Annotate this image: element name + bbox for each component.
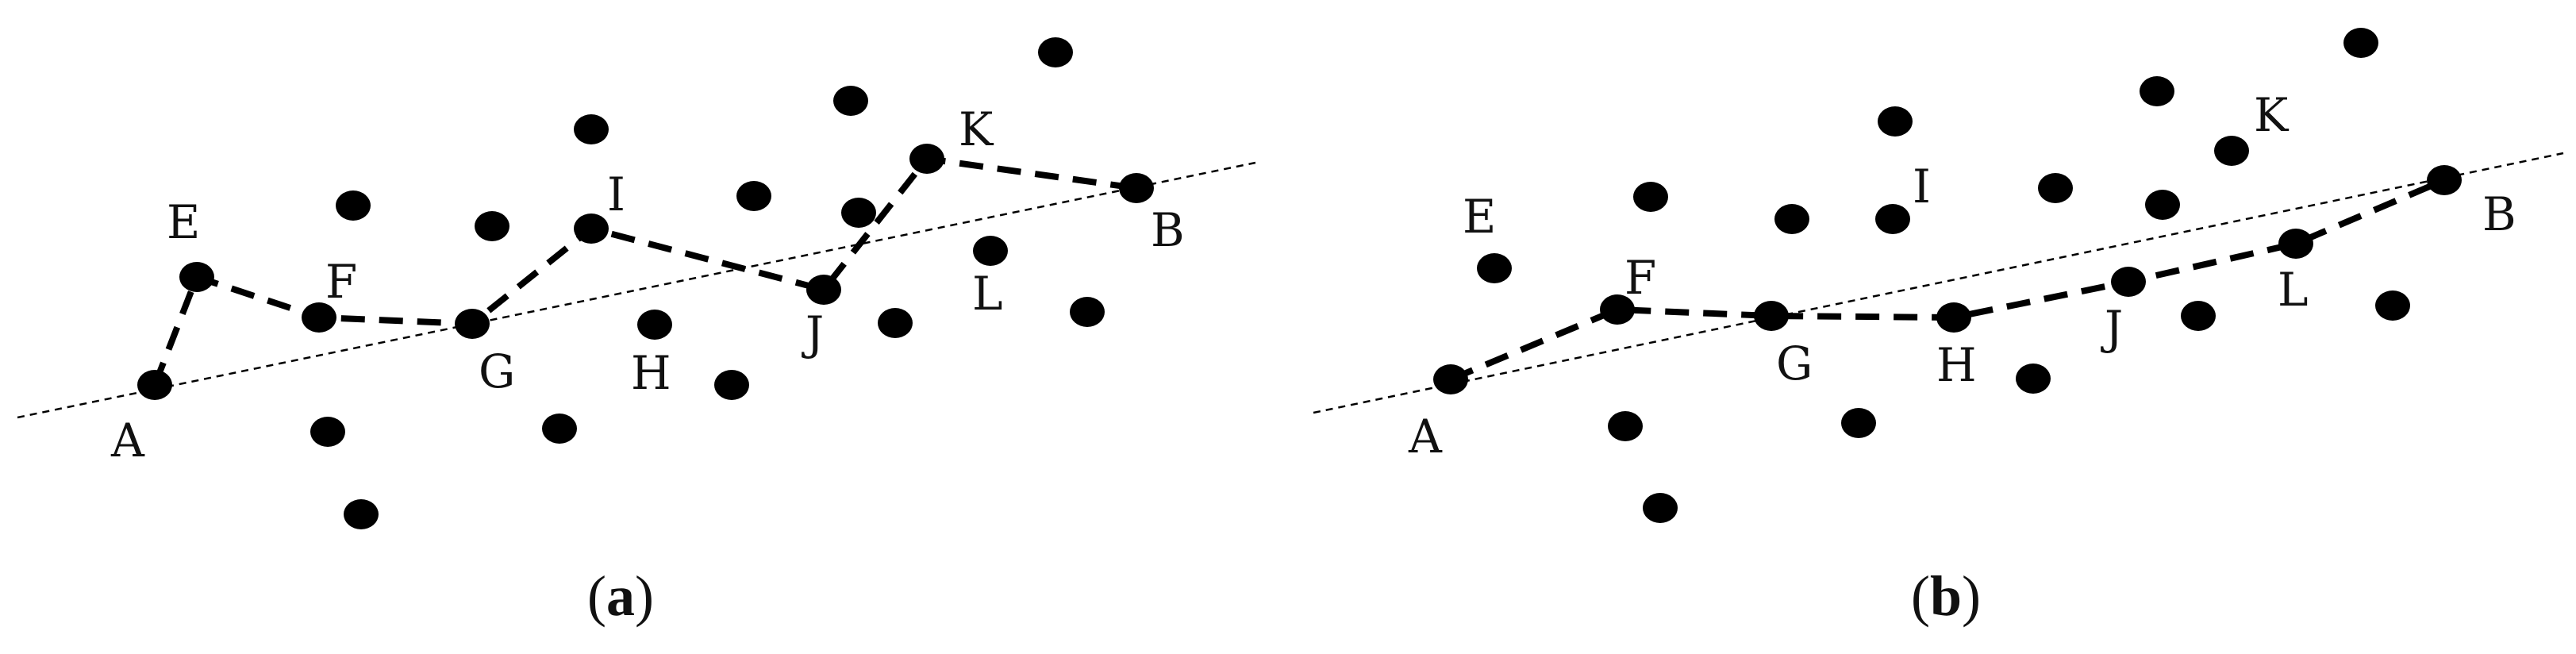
panel-a-node — [1070, 297, 1105, 327]
panel-b-node — [1774, 204, 1809, 234]
panel-b-node-I — [1875, 204, 1910, 234]
panel-a-caption: (a) — [587, 564, 654, 628]
panel-a-node-B — [1119, 173, 1154, 203]
panel-a-node — [336, 190, 371, 221]
panel-b-node — [1643, 493, 1678, 523]
panel-a-node — [833, 86, 868, 116]
panel-b-node-H — [1936, 302, 1971, 333]
panel-b-reference-line — [1313, 152, 2564, 414]
panel-b-node-B — [2427, 165, 2462, 195]
panel-b-label-H: H — [1936, 338, 1977, 392]
panel-a-node — [878, 308, 913, 338]
panel-a-label-B: B — [1151, 203, 1185, 257]
panel-b-node-F — [1600, 294, 1635, 325]
panel-a-node — [344, 499, 379, 529]
panel-a-label-K: K — [959, 102, 994, 156]
panel-a-node-G — [455, 309, 490, 339]
panel-b-label-I: I — [1913, 160, 1931, 214]
panel-b-node — [1841, 408, 1876, 438]
panel-a-node-H — [637, 310, 672, 340]
panel-b-node — [2145, 190, 2180, 220]
panel-b-label-B: B — [2482, 187, 2516, 241]
panel-a-node-L — [973, 236, 1008, 266]
panel-a-label-H: H — [631, 346, 671, 400]
panel-b-node — [1633, 182, 1668, 212]
panel-a-node — [841, 198, 876, 228]
panel-b-node — [2038, 173, 2073, 203]
panel-a-label-E: E — [167, 195, 200, 249]
panel-a-node-J — [806, 275, 841, 305]
panel-a-node — [542, 414, 577, 444]
panel-a-label-F: F — [325, 255, 357, 309]
panel-a-node-I — [574, 214, 609, 244]
panel-b-node — [1608, 411, 1643, 441]
panel-b-label-J: J — [2101, 301, 2123, 355]
panel-b-node-E — [1477, 253, 1512, 283]
panel-b-node — [2375, 290, 2410, 321]
panel-b-node-K — [2214, 136, 2249, 166]
panel-b-node-G — [1754, 301, 1789, 331]
panel-b-node — [2343, 28, 2378, 58]
panel-a-label-A: A — [110, 414, 145, 467]
panel-a-route-path — [152, 156, 1137, 387]
panel-a-label-I: I — [607, 167, 625, 221]
panel-b-label-K: K — [2254, 88, 2290, 142]
panel-a-label-G: G — [479, 344, 515, 398]
panel-a-label-L: L — [972, 267, 1003, 321]
panel-a-node-A — [137, 370, 172, 400]
panel-b-label-E: E — [1463, 190, 1496, 244]
panel-b-label-G: G — [1776, 337, 1813, 390]
panel-b-node — [2140, 76, 2174, 106]
panel-b-label-A: A — [1408, 410, 1443, 464]
panel-b: A E F G H I J K L B (b) — [1313, 28, 2564, 628]
panel-b-node — [2016, 364, 2051, 394]
panel-a-node-F — [302, 302, 336, 333]
panel-b-label-L: L — [2278, 263, 2309, 317]
panel-b-node-J — [2111, 267, 2146, 297]
panel-a-node — [736, 181, 771, 211]
panel-a: A E F G I H J K L B (a) — [17, 37, 1256, 628]
panel-a-node — [714, 370, 749, 400]
panel-a-node-K — [909, 144, 944, 174]
panel-a-node — [1038, 37, 1073, 67]
panel-a-node — [475, 211, 509, 241]
panel-b-node-A — [1433, 364, 1468, 394]
panel-b-node — [1878, 106, 1913, 137]
panel-b-label-F: F — [1624, 251, 1656, 305]
panel-a-node-E — [179, 262, 214, 292]
panel-a-node — [574, 114, 609, 144]
panel-a-node — [310, 417, 345, 447]
panel-b-caption: (b) — [1911, 564, 1981, 628]
panel-a-label-J: J — [802, 306, 824, 360]
panel-b-node — [2181, 301, 2216, 331]
panel-b-node-L — [2278, 229, 2313, 259]
